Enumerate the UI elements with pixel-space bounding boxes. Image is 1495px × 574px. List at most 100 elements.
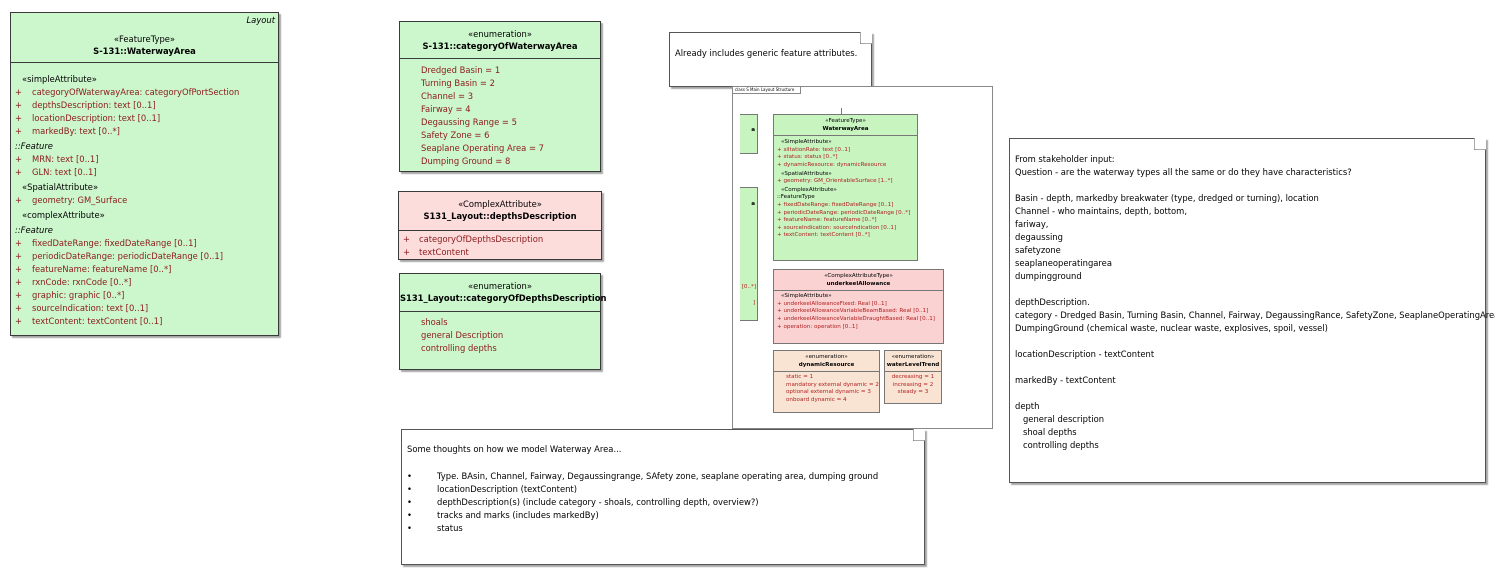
bullet-item: •depthDescription(s) (include category -… — [407, 496, 878, 509]
stakeholder-line — [1015, 361, 1495, 374]
depths-category-enumeration[interactable]: «enumeration» S131_Layout::categoryOfDep… — [399, 273, 606, 370]
stakeholder-line — [1015, 335, 1495, 348]
visibility-plus-icon: + — [15, 154, 23, 164]
stakeholder-line: controlling depths — [1015, 440, 1099, 450]
mini-row: + underkeelAllowanceVariableDraughtBased… — [777, 315, 935, 322]
mini-waterway-stereotype: «FeatureType» — [825, 118, 866, 124]
enum-literal: shoals — [421, 317, 448, 327]
bullet-item: •tracks and marks (includes markedBy) — [407, 509, 878, 522]
attribute-row: + rxnCode: rxnCode [0..*] — [11, 276, 278, 289]
mini-dynamic-stereotype: «enumeration» — [805, 354, 848, 360]
note-fold-icon — [913, 429, 925, 441]
enum-literal: Channel = 3 — [421, 91, 474, 101]
mini-water-stereotype: «enumeration» — [891, 354, 935, 360]
category-enumeration[interactable]: «enumeration» S-131::categoryOfWaterwayA… — [399, 21, 601, 172]
attribute-text: GLN: text [0..1] — [32, 167, 97, 177]
enum-literal: Safety Zone = 6 — [421, 130, 490, 140]
visibility-plus-icon: + — [15, 126, 23, 136]
attribute-group-label: «SpatialAttribute» — [22, 182, 99, 192]
mini-stub-mid: a [0..*] ] — [740, 187, 758, 321]
mini-dynamic-name: dynamicResource — [798, 361, 855, 368]
attribute-row: +featureName: featureName [0..*] — [11, 263, 278, 276]
mini-row: decreasing = 1 — [891, 374, 935, 381]
attribute-group-label: «complexAttribute» — [22, 210, 105, 220]
attribute-row: +locationDescription: text [0..1] — [11, 112, 278, 125]
note-generic-attributes[interactable]: Already includes generic feature attribu… — [669, 32, 872, 87]
enum-literal: Turning Basin = 2 — [421, 78, 495, 88]
mini-row: + textContent: textContent [0..*] — [777, 232, 870, 239]
mini-waterway-area: «FeatureType» WaterwayArea «SimpleAttrib… — [773, 114, 918, 261]
note-stakeholder-input[interactable]: From stakeholder input:Question - are th… — [1009, 138, 1495, 483]
attribute-row: +categoryOfWaterwayArea: categoryOfPortS… — [11, 86, 278, 99]
depths-description-complex[interactable]: «ComplexAttribute» S131_Layout::depthsDe… — [398, 191, 602, 260]
complex-attrs: +categoryOfDepthsDescription+textContent — [399, 231, 601, 259]
mini-water-level-trend: «enumeration» waterLevelTrend decreasing… — [884, 350, 942, 404]
attribute-row: + periodicDateRange: periodicDateRange [0… — [11, 250, 278, 263]
visibility-plus-icon: + — [403, 247, 411, 257]
attribute-text: rxnCode: rxnCode [0..*] — [32, 277, 132, 287]
attribute-text: categoryOfWaterwayArea: categoryOfPortSe… — [32, 87, 240, 97]
mini-stub-top: a — [740, 114, 758, 154]
visibility-plus-icon: + — [15, 303, 23, 313]
mini-stub-mid-mult: [0..*] — [741, 284, 756, 290]
attribute-text: periodicDateRange: periodicDateRange [0.… — [32, 251, 224, 261]
stakeholder-line: general description — [1015, 414, 1105, 424]
enum-literals: Dredged Basin = 1 Turning Basin = 2 Channe… — [400, 59, 600, 168]
bullet-item: •status — [407, 522, 878, 535]
enum-literal: Dumping Ground = 8 — [421, 156, 511, 166]
mini-group-title: «ComplexAttribute» — [781, 186, 837, 193]
complex-stereotype: «ComplexAttribute» — [458, 199, 542, 209]
attribute-text: markedBy: text [0..*] — [32, 126, 120, 136]
waterway-area-class[interactable]: Layout «FeatureType» S-131::WaterwayArea… — [10, 12, 279, 336]
visibility-plus-icon: + — [15, 251, 23, 261]
note-thoughts-list: •Type. BAsin, Channel, Fairway, Degaussi… — [407, 470, 878, 535]
mini-row: + geometry: GM_OrientableSurface [1..*] — [777, 178, 893, 185]
stakeholder-line: category - Dredged Basin, Turning Basin,… — [1015, 310, 1495, 320]
mini-row: increasing = 2 — [892, 381, 934, 388]
visibility-plus-icon: + — [15, 167, 23, 177]
bullet-item: •Type. BAsin, Channel, Fairway, Degaussi… — [407, 470, 878, 483]
attribute-row: + MRN: text [0..1] — [11, 153, 278, 166]
attribute-row: +fixedDateRange: fixedDateRange [0..1] — [11, 237, 278, 250]
visibility-plus-icon: + — [15, 277, 23, 287]
stakeholder-line: Channel - who maintains, depth, bottom, — [1015, 206, 1187, 216]
mini-row: + featureName: featureName [0..*] — [777, 217, 877, 224]
enum-literal: Seaplane Operating Area = 7 — [421, 143, 544, 153]
mini-underkeel-allowance: «ComplexAttributeType» underkeelAllowanc… — [773, 269, 944, 344]
attribute-text: MRN: text [0..1] — [32, 154, 99, 164]
attribute-list: «simpleAttribute»+categoryOfWaterwayArea… — [11, 63, 278, 328]
stakeholder-line: depthDescription. — [1015, 297, 1090, 307]
mini-underkeel-body: «SimpleAttribute»+ underkeelAllowanceFix… — [774, 291, 943, 333]
stakeholder-line: locationDescription - textContent — [1015, 349, 1155, 359]
attribute-text: categoryOfDepthsDescription — [419, 234, 544, 244]
attribute-text: graphic: graphic [0..*] — [32, 290, 125, 300]
attribute-group-label: «simpleAttribute» — [22, 74, 97, 84]
attribute-text: sourceIndication: text [0..1] — [32, 303, 149, 313]
stakeholder-line — [1015, 179, 1495, 192]
mini-row: mandatory external dynamic = 2 — [786, 381, 879, 388]
attribute-row: + sourceIndication: text [0..1] — [11, 302, 278, 315]
mini-row: steady = 3 — [897, 389, 929, 396]
attribute-text: geometry: GM_Surface — [32, 195, 128, 205]
note-fold-icon — [860, 32, 872, 44]
note-modelling-thoughts[interactable]: Some thoughts on how we model Waterway A… — [401, 429, 925, 565]
attribute-text: textContent: textContent [0..1] — [32, 316, 163, 326]
bullet-icon: • — [407, 523, 412, 533]
mini-group-title: «SimpleAttribute» — [781, 293, 832, 300]
layout-corner-label: Layout — [246, 15, 275, 25]
class-name: S-131::WaterwayArea — [93, 46, 196, 56]
note-generic-text: Already includes generic feature attribu… — [675, 48, 858, 58]
enum-literal: Dredged Basin = 1 — [421, 65, 501, 75]
stakeholder-line: degaussing — [1015, 232, 1063, 242]
mini-row: + underkeelAllowanceFixed: Real [0..1] — [777, 300, 887, 307]
attribute-text: featureName: featureName [0..*] — [32, 264, 172, 274]
mini-water-name: waterLevelTrend — [886, 361, 940, 368]
mini-waterway-body: «SimpleAttribute»+ siltationRate: text [… — [774, 136, 917, 242]
bullet-icon: • — [407, 471, 412, 481]
stakeholder-line: Question - are the waterway types all th… — [1015, 167, 1352, 177]
bullet-icon: • — [407, 510, 412, 520]
attribute-text: locationDescription: text [0..1] — [32, 113, 161, 123]
stakeholder-line: fariway, — [1015, 219, 1049, 229]
